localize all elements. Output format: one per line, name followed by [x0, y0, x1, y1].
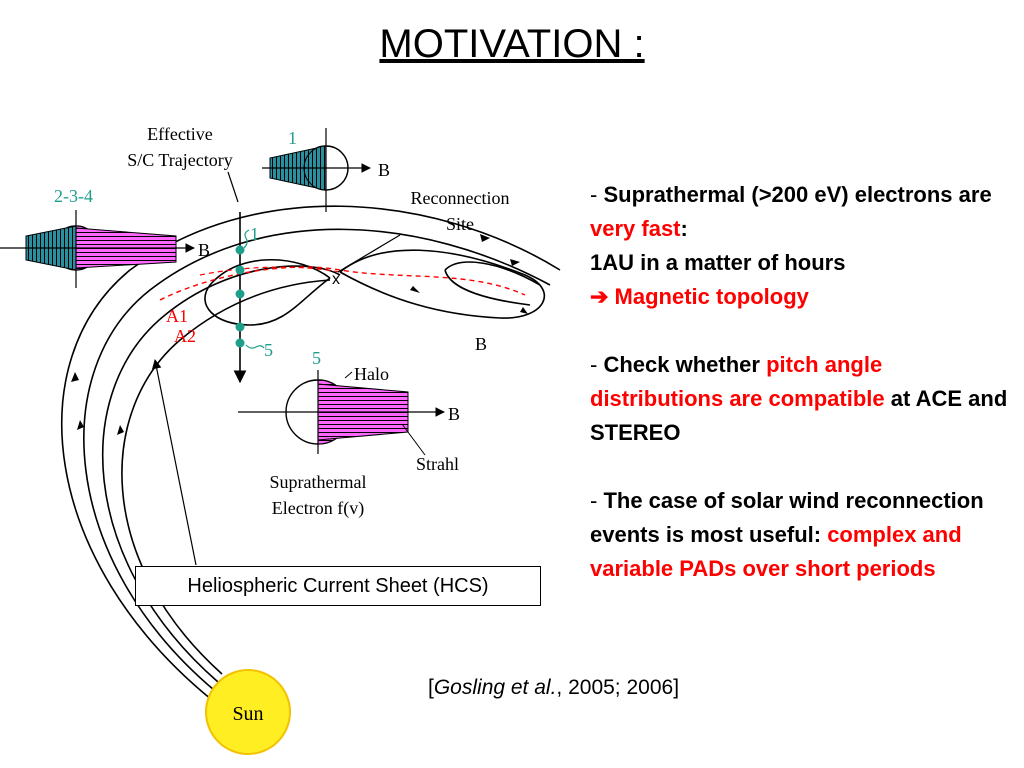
bullet-1-highlight: very fast [590, 216, 681, 241]
bullet-1-text-1: Suprathermal (>200 eV) electrons are [603, 182, 992, 207]
pad-1 [262, 128, 371, 212]
label-a1: A1 [166, 306, 188, 326]
hcs-pointer [151, 359, 197, 566]
bullet-3-dash: - [590, 488, 604, 513]
reconnection-x: x [332, 271, 340, 288]
reconnection-loops [204, 249, 546, 326]
bullet-2: - Check whether pitch angle distribution… [590, 348, 1010, 450]
reconnection-pointer [337, 234, 401, 273]
bullet-1-dash: - [590, 182, 604, 207]
bullet-2-text-2: at ACE and STEREO [590, 386, 1008, 445]
bullet-1-colon: : [680, 216, 688, 241]
field-lines [61, 205, 561, 701]
slide-title: MOTIVATION : [379, 22, 645, 66]
pad-234-label: 2-3-4 [54, 186, 93, 206]
field-arrows [71, 234, 528, 435]
loop-right-inner [444, 261, 541, 306]
b-label-right: B [475, 334, 487, 354]
bullet-2-highlight: pitch angle distributions are compatible [590, 352, 885, 411]
pad-234 [0, 210, 195, 288]
hcs-dashed-line [159, 266, 526, 301]
strahl-label: Strahl [416, 454, 459, 474]
reconnection-label-2: Site [446, 214, 474, 234]
bullet-3-highlight: complex and variable PADs over short per… [590, 522, 962, 581]
bullet-1: - Suprathermal (>200 eV) electrons are v… [590, 178, 1010, 314]
b-label-left: B [198, 240, 210, 260]
b-label-top: B [378, 160, 390, 180]
reference-authors: Gosling et al. [433, 676, 557, 699]
hcs-dashed-line-2 [199, 266, 341, 276]
field-line-2 [83, 228, 551, 691]
trajectory-pointer [227, 171, 239, 203]
sun-label: Sun [232, 703, 263, 725]
loop-left [204, 259, 331, 326]
trajectory-label-2: S/C Trajectory [127, 150, 233, 170]
marker-1: 1 [250, 224, 259, 244]
suprathermal-label-1: Suprathermal [270, 472, 367, 492]
marker-5: 5 [264, 340, 273, 360]
halo-label: Halo [354, 364, 389, 384]
pad-5 [238, 370, 445, 456]
reference-citation: [Gosling et al., 2005; 2006] [428, 676, 679, 700]
bullet-3: - The case of solar wind reconnection ev… [590, 484, 1010, 586]
sun [205, 669, 291, 755]
trajectory-label-1: Effective [147, 124, 213, 144]
field-line-3 [102, 265, 341, 683]
reference-open: [ [428, 676, 434, 699]
bullet-2-text-1: Check whether [603, 352, 767, 377]
label-a2: A2 [174, 326, 196, 346]
reconnection-label-1: Reconnection [411, 188, 510, 208]
bullet-1-conclusion: Magnetic topology [608, 284, 809, 309]
trajectory-dots [235, 245, 245, 348]
pad-5-label: 5 [312, 348, 321, 368]
arrow-icon: ➔ [590, 284, 609, 309]
bullet-2-dash: - [590, 352, 604, 377]
suprathermal-label-2: Electron f(v) [272, 498, 364, 519]
hcs-label-box: Heliospheric Current Sheet (HCS) [135, 566, 541, 606]
bullet-1-text-2: 1AU in a matter of hours [590, 250, 846, 275]
b-label-bottom: B [448, 404, 460, 424]
field-line-1 [61, 205, 561, 701]
pad-1-label: 1 [288, 128, 297, 148]
loop-right [339, 249, 546, 319]
reference-years: , 2005; 2006] [556, 676, 680, 699]
bullet-list: - Suprathermal (>200 eV) electrons are v… [590, 178, 1010, 620]
bullet-3-text-1: The case of solar wind reconnection even… [590, 488, 984, 547]
